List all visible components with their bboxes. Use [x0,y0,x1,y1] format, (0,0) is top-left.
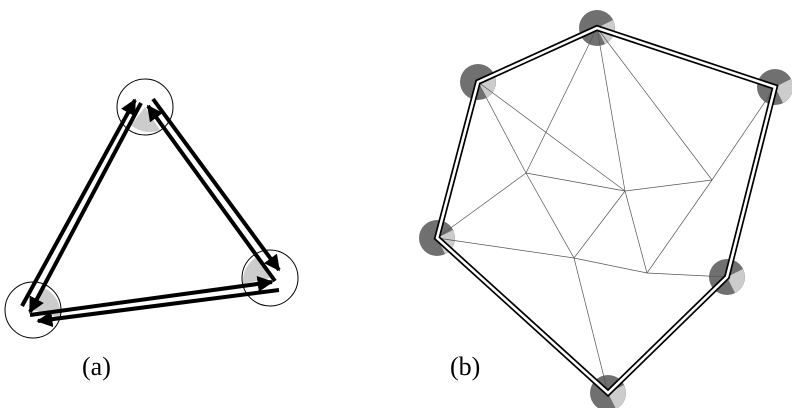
mesh-edge [573,257,609,394]
mesh-edge [573,257,648,274]
edge-arrow [20,98,137,307]
node-sector-light [775,79,792,103]
mesh-edge [624,190,648,274]
mesh-edge [525,172,626,192]
mesh-edge [596,27,713,181]
edge-arrow [36,288,280,328]
mesh-edge [436,172,527,239]
panel-b-label: (b) [450,352,481,381]
node-top [116,78,174,136]
mesh-edge [477,81,626,192]
directed-edges [20,97,281,328]
edge-arrow [151,97,281,272]
hull-boundary-inner [435,26,777,395]
panel-a-triangle [4,78,299,339]
mesh-edge [525,172,575,259]
edge-arrow [28,102,143,314]
mesh-edge [525,27,598,174]
edge-arrow [29,276,274,317]
mesh-edge [646,179,713,274]
mesh-edge [573,190,626,259]
mesh-edge [477,81,527,174]
mesh-edge [596,27,626,192]
mesh-edge [624,179,713,192]
node-sector-light [608,385,626,408]
mesh-edge [711,86,776,181]
panel-b-mesh [419,10,792,408]
node-sector-light [727,269,745,293]
mesh-edge [646,272,728,278]
mesh-edge [436,237,575,259]
edge-arrow [146,104,277,283]
panel-a-label: (a) [82,352,111,381]
